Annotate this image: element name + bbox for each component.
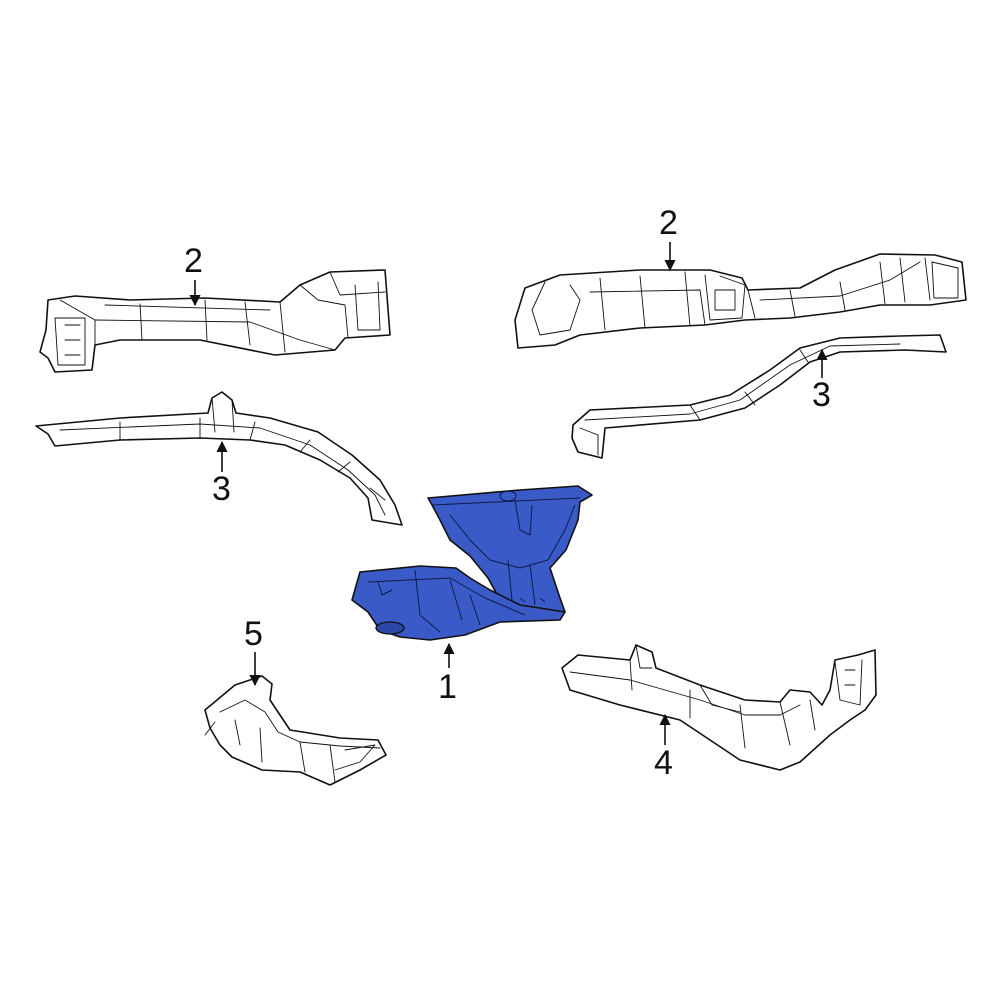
callout-part-1: 1 <box>438 668 457 706</box>
part-5-duct[interactable] <box>204 675 387 786</box>
callout-part-5: 5 <box>244 615 263 653</box>
callout-part-2-right: 2 <box>659 204 678 242</box>
callout-part-3-left: 3 <box>212 470 231 508</box>
part-4-duct[interactable] <box>561 644 877 771</box>
part-3-right-duct[interactable] <box>571 334 947 459</box>
part-3-left-duct[interactable] <box>35 391 403 526</box>
callout-part-3-right: 3 <box>812 376 831 414</box>
callout-part-2-left: 2 <box>184 242 203 280</box>
callout-part-4: 4 <box>654 744 673 782</box>
part-2-left-duct[interactable] <box>39 269 391 373</box>
part-2-right-duct[interactable] <box>514 253 967 349</box>
part-1-duct-assembly[interactable] <box>351 485 593 641</box>
